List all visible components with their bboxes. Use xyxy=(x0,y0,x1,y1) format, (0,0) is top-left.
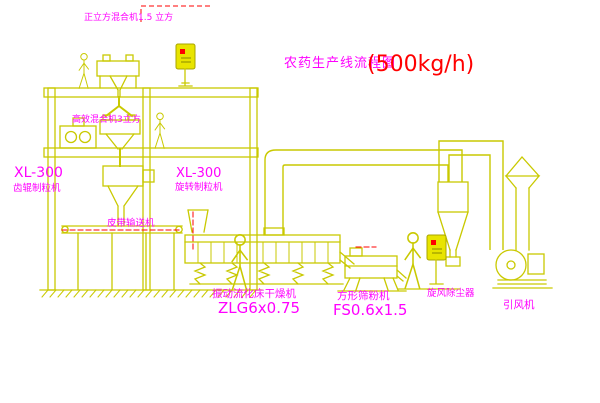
label-cyclone: 旋风除尘器 xyxy=(427,287,475,299)
cyclone-separator-machine xyxy=(437,181,469,267)
label-rotary-granulator-model: XL-300 xyxy=(176,166,221,181)
person-figure xyxy=(154,112,166,149)
label-roller-granulator-model: XL-300 xyxy=(14,165,63,181)
dryer-inlet-hopper xyxy=(187,209,209,251)
label-fan: 引风机 xyxy=(503,298,535,311)
label-belt-conveyor: 皮带输送机 xyxy=(107,217,155,229)
cyclone-to-fan-duct xyxy=(438,140,504,250)
label-roller-granulator-name: 齿辊制粒机 xyxy=(13,182,61,194)
label-rotary-granulator-name: 旋转制粒机 xyxy=(175,181,223,193)
control-cabinet-roof xyxy=(175,43,196,87)
exhaust-stack xyxy=(504,156,541,251)
belt-conveyor-machine xyxy=(61,225,183,290)
building-frame xyxy=(39,87,263,298)
label-cube-mixer: 正立方混合机1.5 立方 xyxy=(84,11,173,23)
control-cabinet-ground xyxy=(397,234,461,290)
label-dryer-model: ZLG6x0.75 xyxy=(218,299,300,317)
exhaust-duct xyxy=(264,149,463,235)
label-sieve-model: FS0.6x1.5 xyxy=(333,301,407,319)
cube-mixer-machine xyxy=(96,54,140,118)
square-sieve-machine xyxy=(337,246,407,292)
label-dryer-name: 振动流化床干燥机 xyxy=(212,287,296,300)
induced-draft-fan-machine xyxy=(492,249,553,289)
diagram-title: 农药生产线流程图 xyxy=(284,56,396,71)
rotary-granulator-machine xyxy=(102,165,155,227)
label-sieve-name: 方形筛粉机 xyxy=(337,289,390,302)
person-figure xyxy=(78,53,89,89)
red-leader-lines xyxy=(140,5,210,22)
person-figure xyxy=(404,232,421,289)
high-efficiency-mixer-machine xyxy=(99,114,141,167)
fluid-bed-dryer-machine xyxy=(184,227,355,285)
diagram-capacity: (500kg/h) xyxy=(367,52,474,77)
roller-granulator-machine xyxy=(59,117,97,149)
label-high-efficiency-mixer: 高效混合机3立方 xyxy=(72,113,141,125)
